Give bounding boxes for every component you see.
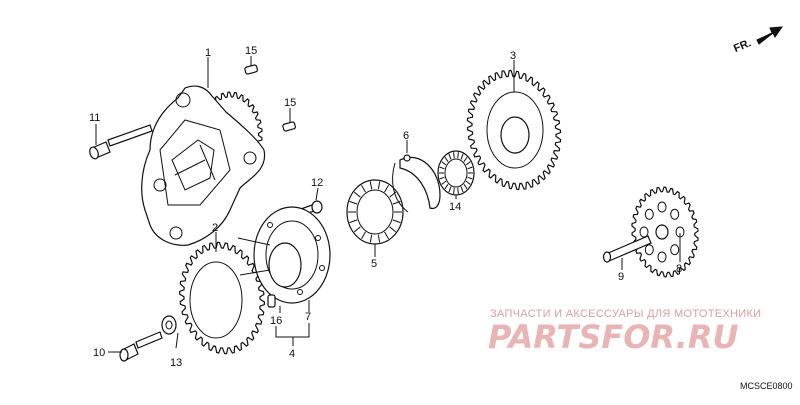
gear-8-hole: [657, 201, 667, 213]
sprag-element: [384, 231, 389, 240]
watermark-logo: PARTSFOR.RU: [488, 318, 738, 356]
callout-2: 2: [212, 222, 218, 234]
sprag-element: [392, 219, 401, 224]
bearing-needle: [465, 180, 471, 185]
callout-10: 10: [93, 347, 105, 359]
sprag-elements: [348, 181, 402, 243]
bearing-needle: [460, 186, 464, 193]
sprag-element: [361, 184, 366, 193]
callout-1: 1: [205, 47, 211, 59]
sprag-element: [349, 200, 358, 205]
bearing-needle: [467, 176, 473, 180]
gear-8-holes: [639, 201, 685, 263]
callout-8: 8: [676, 263, 682, 275]
gear-8-hole: [644, 208, 654, 220]
gear-8-hole: [644, 244, 654, 256]
callout-12: 12: [311, 177, 323, 189]
sprag-element: [361, 231, 366, 240]
part-9-shaft: [602, 235, 652, 263]
part-5-sprag-clutch: [346, 179, 404, 245]
callout-15-upper: 15: [245, 45, 257, 57]
bearing-needle: [457, 152, 459, 159]
front-arrow-icon: [756, 26, 784, 45]
part-14-needle-bearing: [437, 150, 475, 196]
bearing-needle: [463, 156, 468, 162]
bearing-needle: [444, 184, 449, 190]
bearing-needle: [460, 153, 464, 160]
sprag-element: [369, 234, 373, 243]
sprag-element: [377, 181, 381, 190]
part-7-clutch-outer: [237, 206, 331, 304]
part-11-flange-bolt: [89, 124, 153, 160]
bearing-needle: [463, 184, 468, 190]
front-direction-label: FR.: [732, 37, 753, 55]
callout-6: 6: [403, 130, 409, 142]
part-13-washer: [161, 315, 177, 335]
callout-16: 16: [270, 315, 282, 327]
callout-7: 7: [305, 311, 311, 323]
sprag-element: [353, 191, 361, 198]
sprag-element: [389, 226, 397, 233]
gear-8-hole: [670, 208, 680, 220]
bearing-needle: [467, 166, 473, 170]
bearing-needles: [439, 152, 473, 194]
callout-3: 3: [510, 50, 516, 62]
bearing-needle: [448, 153, 452, 160]
watermark-tagline: ЗАПЧАСТИ И АКСЕССУАРЫ ДЛЯ МОТОТЕХНИКИ: [490, 308, 761, 320]
part-1-pump-housing: [141, 85, 266, 246]
gear2-outline: [178, 241, 266, 355]
leader-lines: [95, 56, 681, 353]
gear-8-hole: [670, 244, 680, 256]
bearing-needle: [465, 161, 471, 166]
bearing-needle: [441, 180, 447, 185]
part-10-bolt: [119, 331, 163, 362]
bearing-needle: [453, 152, 455, 159]
sprag-element: [369, 181, 373, 190]
callout-5: 5: [371, 258, 377, 270]
callout-13: 13: [170, 357, 182, 369]
callout-15-lower: 15: [284, 97, 296, 109]
callout-14: 14: [449, 201, 461, 213]
part-6-retaining-clip: [392, 154, 441, 213]
part-2-driven-gear: [178, 241, 266, 355]
bearing-needle: [448, 186, 452, 193]
part-16-pin: [267, 294, 276, 308]
sprag-element: [377, 234, 381, 243]
callout-4: 4: [289, 348, 295, 360]
sprag-element: [349, 219, 358, 224]
front-direction-indicator: FR.: [732, 26, 784, 55]
bearing-needle: [439, 176, 445, 180]
bearing-needle: [453, 187, 455, 194]
gear-8-hole: [657, 251, 667, 263]
gear-8-hole: [639, 226, 649, 238]
bearing-needle: [441, 161, 447, 166]
sprag-element: [384, 184, 389, 193]
bearing-needle: [457, 187, 459, 194]
callout-11: 11: [89, 112, 100, 124]
bearing-needle: [444, 156, 449, 162]
drawing-code: MCSCE0800: [740, 381, 793, 391]
part-15-dowel-pin-upper: [244, 64, 258, 75]
callout-labels: 1 2 3 4 5 6 7 8 9 10 11 12 13 14 15 15 1…: [89, 45, 682, 369]
callout-9: 9: [618, 271, 624, 283]
part-15-dowel-pin-lower: [282, 121, 296, 132]
sprag-element: [353, 226, 361, 233]
bearing-needle: [439, 166, 445, 170]
